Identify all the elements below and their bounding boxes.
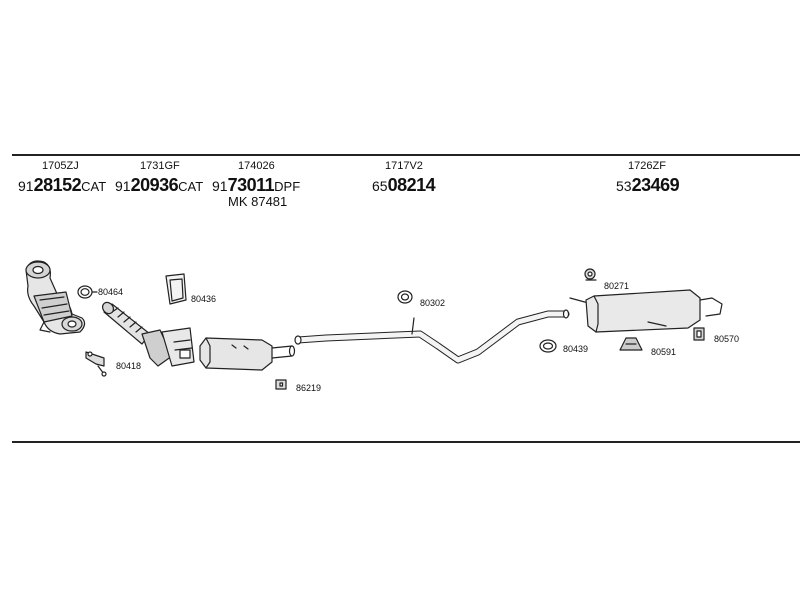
intermediate-pipe-part [294, 309, 570, 364]
group-part-number-4: 6508214 [372, 175, 436, 195]
group-code-2: 1731GF [140, 160, 180, 172]
group-code-1: 1705ZJ [42, 160, 79, 172]
part-label-80302: 80302 [420, 298, 446, 308]
part-label-80570: 80570 [714, 334, 740, 344]
group-part-number-5: 5323469 [616, 175, 680, 195]
bracket-part [85, 351, 107, 377]
silencer-clamp-part [539, 339, 557, 353]
gasket-part [165, 273, 187, 305]
part-main-number: 73011 [227, 175, 275, 195]
mounting-kit-number: MK 87481 [228, 194, 288, 209]
part-label-80464: 80464 [98, 287, 124, 297]
particulate-filter-part [199, 337, 296, 371]
part-suffix: DPF [274, 179, 301, 194]
part-prefix: 91 [115, 178, 131, 194]
part-prefix: 91 [212, 178, 228, 194]
rubber-hanger-part [584, 268, 597, 281]
group-part-number-1: 9128152CAT [18, 176, 106, 196]
group-part-number-3: 9173011DPF [212, 176, 300, 196]
part-prefix: 53 [616, 178, 632, 194]
catalytic-converter-manifold-part [25, 260, 86, 335]
part-suffix: CAT [81, 179, 107, 194]
part-label-80439: 80439 [563, 344, 589, 354]
group-code-5: 1726ZF [628, 160, 666, 172]
part-main-number: 23469 [631, 175, 680, 195]
part-label-80418: 80418 [116, 361, 142, 371]
group-code-3: 174026 [238, 160, 275, 172]
part-main-number: 08214 [387, 175, 436, 195]
part-main-number: 28152 [33, 175, 82, 195]
part-label-86219: 86219 [296, 383, 322, 393]
part-suffix: CAT [178, 179, 204, 194]
flexible-pipe-catalyst-part [101, 301, 195, 367]
clamp-part [77, 285, 98, 299]
group-code-4: 1717V2 [385, 160, 423, 172]
part-main-number: 20936 [130, 175, 179, 195]
silencer-mount-part [619, 337, 643, 351]
pipe-clamp-part [397, 290, 413, 304]
group-part-number-2: 9120936CAT [115, 176, 203, 196]
bottom-divider [12, 441, 800, 443]
rubber-mount-part [275, 379, 287, 390]
tailpipe-mount-part [693, 327, 705, 341]
part-prefix: 65 [372, 178, 388, 194]
top-divider [12, 154, 800, 156]
part-label-80591: 80591 [651, 347, 677, 357]
part-label-80271: 80271 [604, 281, 630, 291]
rear-silencer-part [569, 289, 723, 333]
part-prefix: 91 [18, 178, 34, 194]
part-label-80436: 80436 [191, 294, 217, 304]
